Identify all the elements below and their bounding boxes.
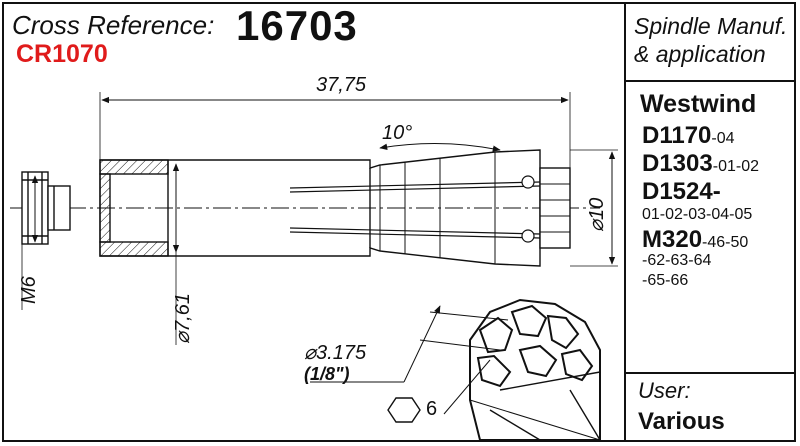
model-main: M320: [642, 226, 703, 253]
model-line: D1170-04: [642, 122, 735, 150]
model-line: -62-63-64: [642, 252, 711, 270]
spindle-title-line2: & application: [634, 41, 766, 67]
model-line: D1524-: [642, 178, 721, 206]
nut-part: [21, 171, 71, 245]
model-line: 01-02-03-04-05: [642, 206, 752, 224]
title-block-divider-top: [626, 80, 796, 82]
spindle-title-line1: Spindle Manuf.: [634, 13, 788, 39]
model-line: D1303-01-02: [642, 150, 759, 178]
model-suffix: -62-63-64: [642, 252, 712, 269]
angle-leader: [379, 142, 501, 152]
title-block-divider: [624, 2, 626, 442]
model-main: D1524-: [642, 178, 721, 205]
drawing-frame: [2, 2, 796, 442]
hex-count-label: 6: [426, 398, 438, 420]
model-suffix: 01-02-03-04-05: [642, 206, 753, 223]
cross-reference-number: 16703: [236, 2, 358, 49]
model-suffix: -46-50: [702, 234, 749, 251]
model-line: M320-46-50: [642, 226, 748, 254]
user-value: Various: [638, 408, 725, 435]
bore-diameter-label: ⌀7,61: [172, 293, 194, 344]
model-suffix: -65-66: [642, 272, 689, 289]
shank-dim-line: [429, 311, 509, 321]
cross-reference-label: Cross Reference:: [12, 10, 215, 40]
overall-length-label: 37,75: [316, 74, 367, 96]
collet-isometric: [469, 298, 601, 441]
model-main: D1170: [642, 122, 712, 149]
hex-symbol: [387, 397, 421, 423]
model-suffix: -04: [711, 130, 735, 147]
shank-inch-label: (1/8"): [304, 364, 350, 384]
user-label: User:: [638, 378, 691, 403]
thread-label: M6: [18, 276, 40, 304]
spindle-brand: Westwind: [640, 90, 757, 118]
head-diameter-label: ⌀10: [586, 197, 608, 232]
model-line: -65-66: [642, 272, 688, 290]
model-suffix: -01-02: [712, 158, 759, 175]
model-main: D1303: [642, 150, 713, 177]
title-block-divider-bottom: [626, 372, 796, 374]
taper-angle-label: 10°: [382, 122, 413, 144]
collet-slots: [289, 175, 541, 243]
shank-diameter-label: ⌀3.175: [304, 342, 367, 364]
cr-code: CR1070: [16, 40, 108, 68]
collet-body: [99, 149, 571, 267]
spindle-title: Spindle Manuf. & application: [634, 12, 787, 68]
